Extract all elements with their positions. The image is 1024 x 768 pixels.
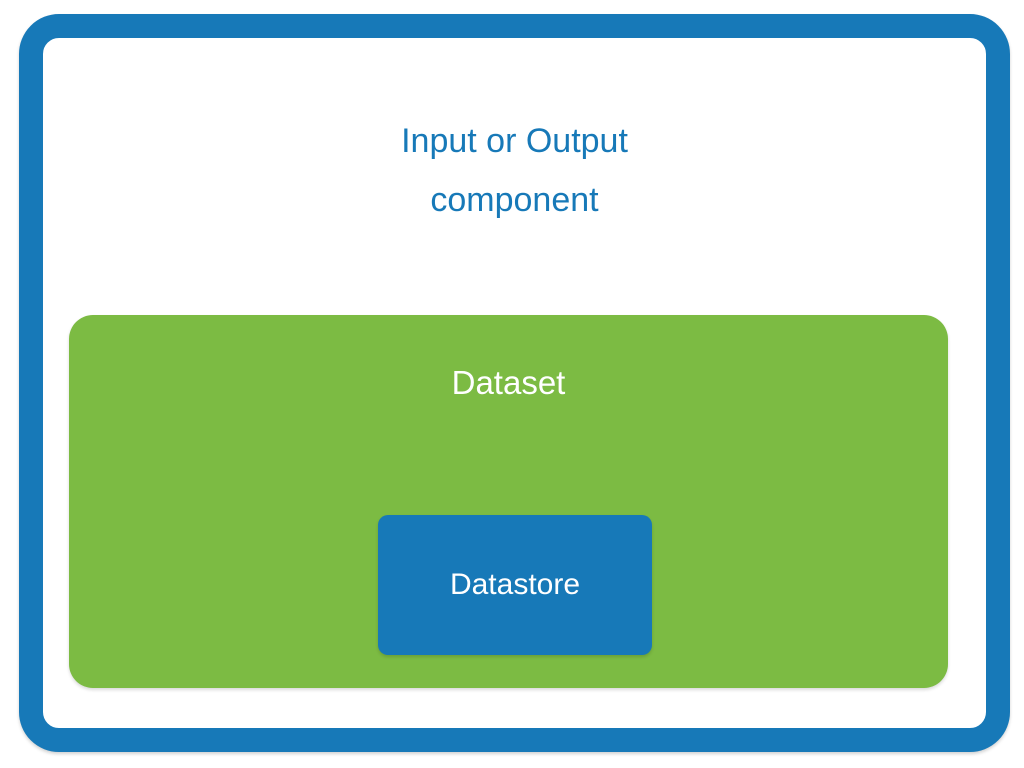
io-component-title-line2: component — [430, 181, 599, 219]
datastore-label: Datastore — [449, 568, 581, 601]
dataset-label: Dataset — [451, 364, 566, 401]
io-component-title-line1: Input or Output — [401, 122, 628, 160]
dataset-box: Dataset Datastore — [69, 315, 948, 688]
datastore-box: Datastore — [378, 515, 652, 655]
io-component-title: Input or Output component — [43, 112, 986, 230]
